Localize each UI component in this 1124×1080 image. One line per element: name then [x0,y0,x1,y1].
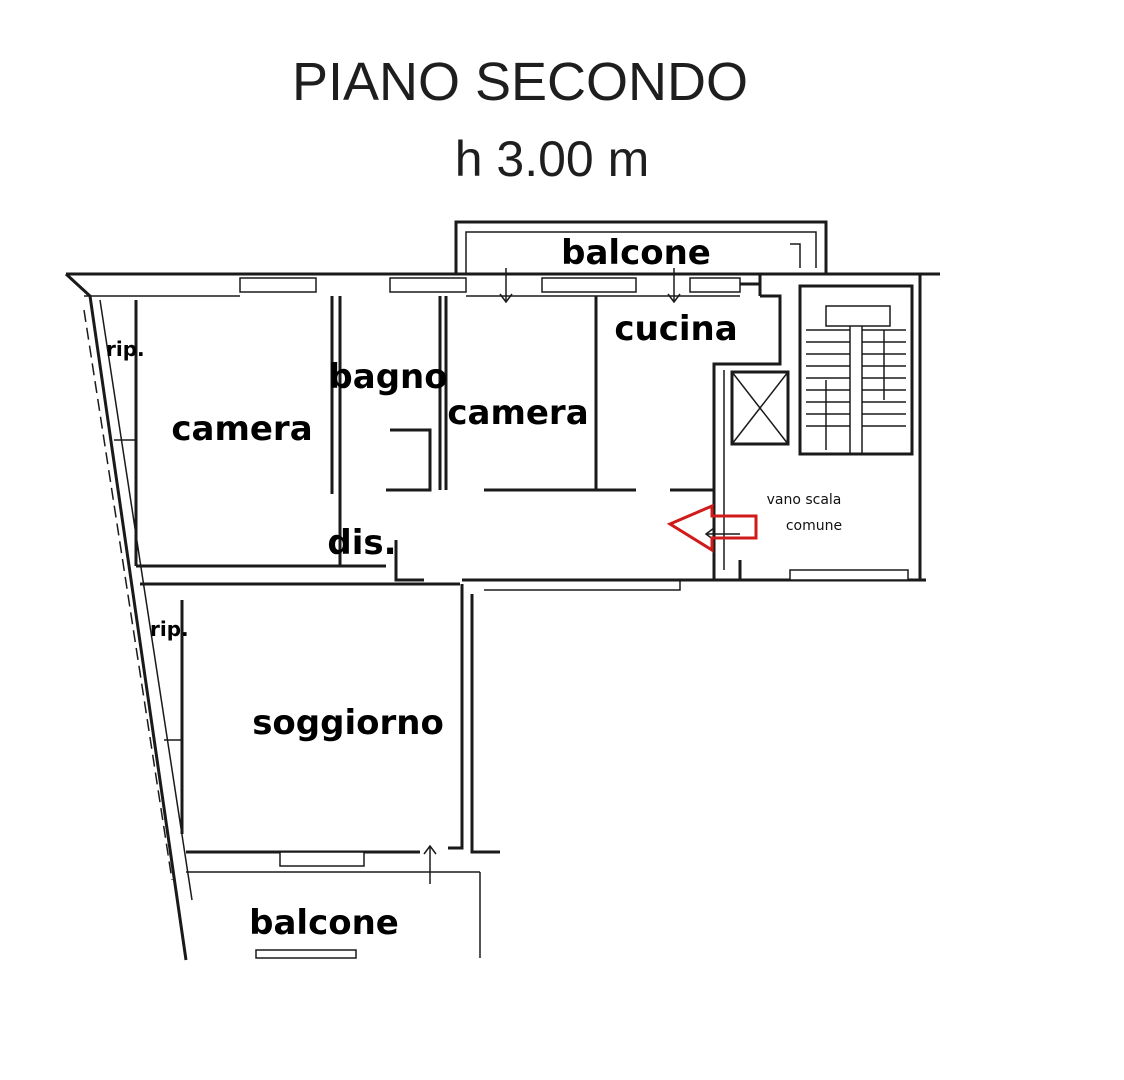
label-rip-bottom: rip. [150,617,189,641]
label-camera-left: camera [171,409,312,449]
door-arrows [423,268,740,884]
entrance-arrow-icon [666,503,758,553]
living-walls [140,582,500,959]
label-bagno: bagno [328,357,447,397]
label-rip-top: rip. [106,337,145,361]
label-camera-mid: camera [447,393,588,433]
label-cucina: cucina [614,309,737,349]
top-exterior-wall [66,272,940,297]
label-vano-scala: vano scala [767,492,842,508]
label-comune: comune [786,518,842,534]
label-balcone-top: balcone [561,233,711,273]
label-dis: dis. [327,523,396,563]
top-balcony-outline [454,220,828,274]
label-soggiorno: soggiorno [252,703,444,743]
left-exterior-wall [64,272,193,961]
plan-title: PIANO SECONDO [292,52,748,112]
plan-height: h 3.00 m [455,131,650,187]
label-balcone-bottom: balcone [249,903,399,943]
interior-walls [114,294,782,591]
stairwell [726,274,926,582]
lift-shaft [730,370,790,446]
